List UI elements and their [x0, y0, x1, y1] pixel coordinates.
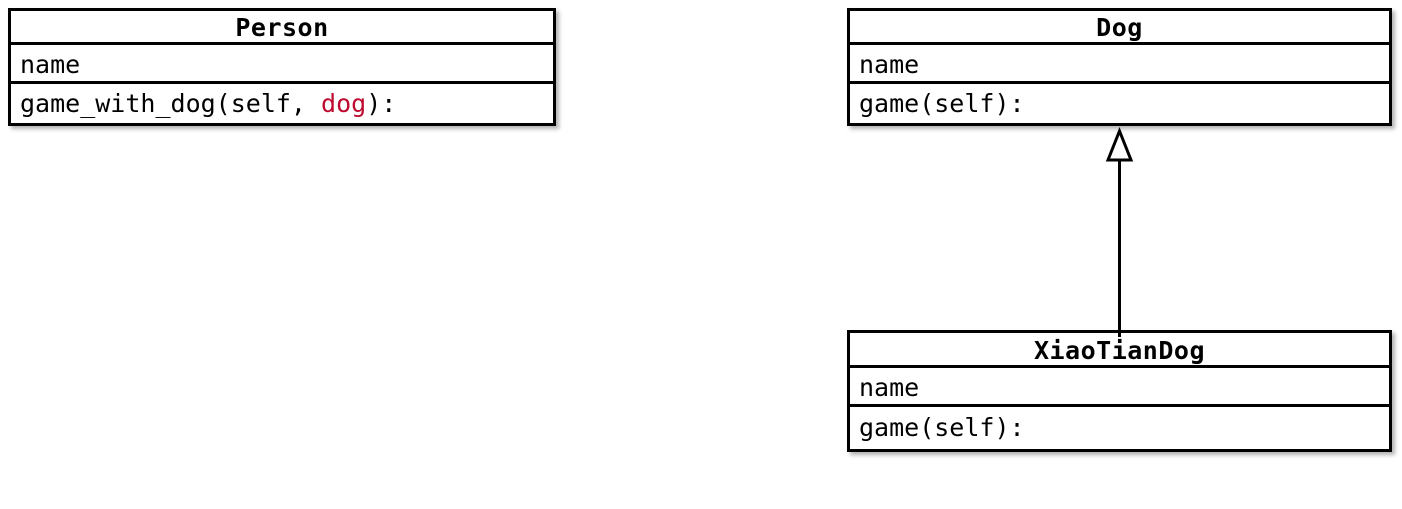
uml-method-name-prefix: game_with_dog(self, [20, 89, 322, 118]
uml-method-param-dog: dog [321, 89, 367, 118]
uml-class-person-title: Person [11, 11, 553, 45]
uml-class-dog-methods: game(self): [859, 89, 1025, 118]
uml-class-dog-title: Dog [850, 11, 1389, 45]
inheritance-connector-xiaotiandog-to-dog [1105, 126, 1134, 337]
uml-method-name-suffix: ): [366, 89, 397, 118]
uml-class-xiaotiandog-methods: game(self): [859, 413, 1025, 442]
uml-class-person-attributes: name [11, 45, 553, 84]
uml-class-person-methods: game_with_dog(self, dog): [11, 84, 553, 123]
uml-class-dog-attributes: name [850, 45, 1389, 84]
uml-class-dog[interactable]: Dog name game(self): [847, 8, 1392, 126]
uml-class-xiaotiandog-title: XiaoTianDog [850, 333, 1389, 368]
uml-class-xiaotiandog-attributes: name [850, 368, 1389, 407]
hollow-triangle-arrowhead-icon [1105, 126, 1134, 162]
uml-class-xiaotiandog[interactable]: XiaoTianDog name game(self): [847, 330, 1392, 452]
uml-class-person[interactable]: Person name game_with_dog(self, dog): [8, 8, 556, 126]
